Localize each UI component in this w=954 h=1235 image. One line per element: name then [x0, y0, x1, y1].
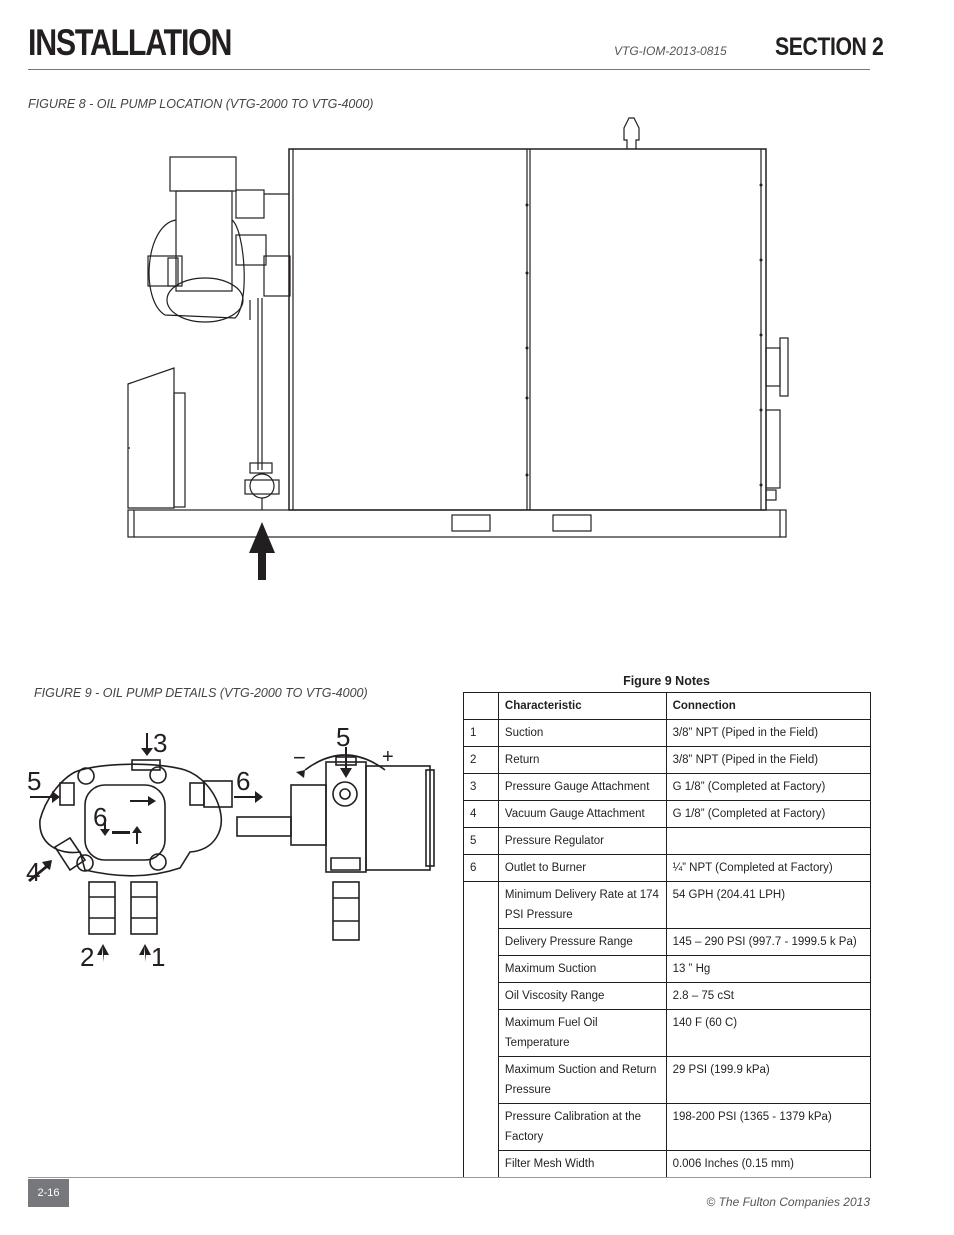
callout-1: 1: [151, 942, 165, 972]
copyright: © The Fulton Companies 2013: [706, 1195, 870, 1209]
page-number: 2-16: [28, 1179, 69, 1207]
row-characteristic: Pressure Gauge Attachment: [497, 773, 667, 801]
row-characteristic: Outlet to Burner: [497, 854, 667, 882]
row-characteristic: Minimum Delivery Rate at 174 PSI Pressur…: [497, 881, 667, 929]
table-row: 1 Suction 3/8” NPT (Piped in the Field): [463, 719, 872, 747]
row-connection: [665, 827, 872, 855]
row-connection: 13 ” Hg: [665, 955, 872, 983]
row-connection: G 1/8” (Completed at Factory): [665, 773, 872, 801]
spec-number-blank: [463, 881, 499, 1178]
row-characteristic: Oil Viscosity Range: [497, 982, 667, 1010]
row-characteristic: Maximum Fuel Oil Temperature: [497, 1009, 667, 1057]
table-row: Minimum Delivery Rate at 174 PSI Pressur…: [463, 881, 872, 1178]
row-connection: 198-200 PSI (1365 - 1379 kPa): [665, 1103, 872, 1151]
row-number: 6: [463, 854, 499, 882]
table-row: 4 Vacuum Gauge Attachment G 1/8” (Comple…: [463, 800, 872, 828]
row-characteristic: Return: [497, 746, 667, 774]
table-header-row: Characteristic Connection: [463, 692, 872, 720]
row-connection: 0.006 Inches (0.15 mm): [665, 1150, 872, 1178]
row-number: 5: [463, 827, 499, 855]
rotation-plus: +: [382, 746, 394, 768]
figure-8-boiler-drawing: [127, 117, 789, 580]
row-number: 3: [463, 773, 499, 801]
rotation-minus: −: [293, 745, 306, 770]
figure-9-caption: FIGURE 9 - OIL PUMP DETAILS (VTG-2000 TO…: [34, 686, 368, 700]
row-connection: 3/8” NPT (Piped in the Field): [665, 719, 872, 747]
row-connection: 140 F (60 C): [665, 1009, 872, 1057]
row-characteristic: Pressure Calibration at the Factory: [497, 1103, 667, 1151]
table-row: Maximum Suction 13 ” Hg: [464, 955, 872, 983]
callout-5-side: 5: [336, 722, 350, 752]
notes-table-title: Figure 9 Notes: [623, 674, 710, 688]
header-number: [463, 692, 499, 720]
row-connection: 3/8” NPT (Piped in the Field): [665, 746, 872, 774]
row-connection: G 1/8” (Completed at Factory): [665, 800, 872, 828]
table-row: Pressure Calibration at the Factory 198-…: [464, 1103, 872, 1151]
page-title: INSTALLATION: [28, 22, 232, 63]
row-connection: 2.8 – 75 cSt: [665, 982, 872, 1010]
row-characteristic: Maximum Suction and Return Pressure: [497, 1056, 667, 1104]
table-row: 5 Pressure Regulator: [463, 827, 872, 855]
document-number: VTG-IOM-2013-0815: [614, 44, 727, 58]
callout-2: 2: [80, 942, 94, 972]
row-connection: 54 GPH (204.41 LPH): [665, 881, 872, 929]
table-row: Filter Mesh Width 0.006 Inches (0.15 mm): [464, 1150, 872, 1178]
callout-5-left: 5: [27, 766, 41, 796]
row-connection: 145 – 290 PSI (997.7 - 1999.5 k Pa): [665, 928, 872, 956]
header-divider: [28, 69, 870, 70]
table-row: Oil Viscosity Range 2.8 – 75 cSt: [464, 982, 872, 1010]
table-row: 3 Pressure Gauge Attachment G 1/8” (Comp…: [463, 773, 872, 801]
table-row: Maximum Fuel Oil Temperature 140 F (60 C…: [464, 1009, 872, 1057]
row-characteristic: Delivery Pressure Range: [497, 928, 667, 956]
callout-6-center: 6: [93, 802, 107, 832]
row-number: 4: [463, 800, 499, 828]
callout-4: 4: [26, 857, 40, 887]
row-characteristic: Vacuum Gauge Attachment: [497, 800, 667, 828]
row-characteristic: Maximum Suction: [497, 955, 667, 983]
header-characteristic: Characteristic: [497, 692, 667, 720]
row-connection: ¼” NPT (Completed at Factory): [665, 854, 872, 882]
table-row: 6 Outlet to Burner ¼” NPT (Completed at …: [463, 854, 872, 882]
section-label: SECTION 2: [775, 33, 884, 61]
figure-9-notes-table: Characteristic Connection 1 Suction 3/8”…: [463, 692, 872, 1178]
callout-6-right: 6: [236, 766, 250, 796]
row-characteristic: Pressure Regulator: [497, 827, 667, 855]
row-characteristic: Suction: [497, 719, 667, 747]
header-connection: Connection: [665, 692, 872, 720]
footer-divider: [28, 1177, 870, 1178]
row-number: 1: [463, 719, 499, 747]
table-row: Maximum Suction and Return Pressure 29 P…: [464, 1056, 872, 1104]
table-row: 2 Return 3/8” NPT (Piped in the Field): [463, 746, 872, 774]
table-row: Delivery Pressure Range 145 – 290 PSI (9…: [464, 928, 872, 956]
row-number: 2: [463, 746, 499, 774]
row-connection: 29 PSI (199.9 kPa): [665, 1056, 872, 1104]
figure-8-caption: FIGURE 8 - OIL PUMP LOCATION (VTG-2000 T…: [28, 97, 374, 111]
row-characteristic: Filter Mesh Width: [497, 1150, 667, 1178]
callout-3: 3: [153, 728, 167, 758]
